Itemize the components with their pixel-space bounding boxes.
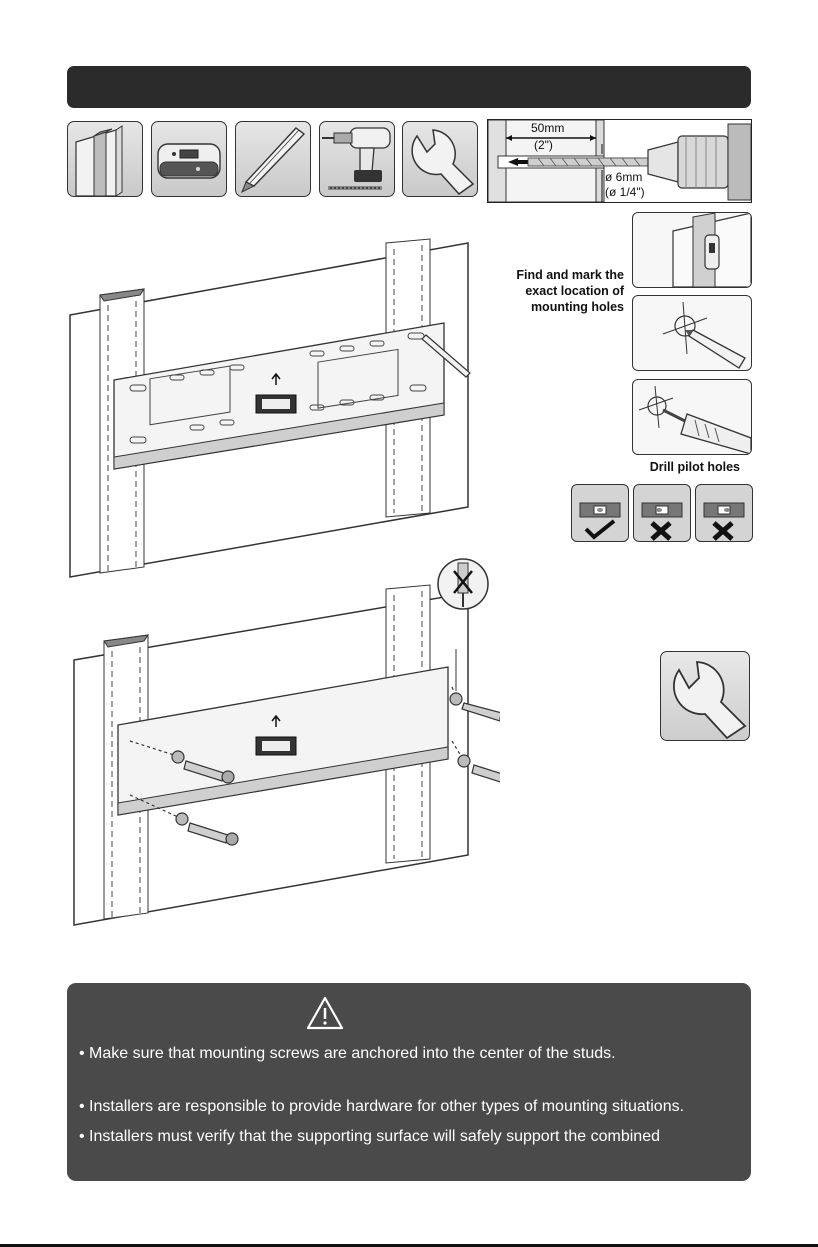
warning-item-1: • Make sure that mounting screws are anc… — [79, 1045, 616, 1062]
find-mark-caption-line-2: exact location of — [525, 284, 624, 298]
warning-item-3-text: Installers must verify that the supporti… — [89, 1128, 660, 1145]
find-mark-caption-line-3: mounting holes — [530, 300, 624, 314]
drill-depth-mm: 50mm — [531, 121, 565, 135]
drill-diameter-inch: (ø 1/4") — [605, 185, 645, 199]
x-mark-icon — [650, 521, 672, 541]
wrench-icon — [411, 129, 475, 195]
find-mark-caption: Find and mark the exact location of moun… — [470, 267, 624, 315]
level-tile-incorrect-2 — [695, 484, 753, 542]
level-incorrect-diagram-2 — [703, 502, 745, 541]
stud-finder-wall-icon — [672, 213, 751, 287]
warning-triangle-icon — [306, 996, 344, 1030]
wall-mount-drawing — [69, 238, 523, 926]
tool-tile-wrench — [402, 121, 478, 197]
drill-bit-diagram — [488, 120, 751, 202]
no-drywall-anchor-icon — [437, 558, 489, 610]
tool-tile-power-drill — [319, 121, 395, 197]
tighten-wrench-icon — [672, 661, 747, 740]
wall-stud-icon — [75, 125, 123, 196]
x-mark-icon — [712, 521, 734, 541]
tool-tile-stud-finder — [151, 121, 227, 197]
tighten-wrench-tile — [660, 651, 750, 741]
warning-item-2: • Installers are responsible to provide … — [79, 1098, 685, 1115]
warning-item-1-text: Make sure that mounting screws are ancho… — [89, 1045, 616, 1062]
tool-tile-wall-stud — [67, 121, 143, 197]
drill-diameter-mm: ø 6mm — [605, 170, 643, 184]
mark-hole-icon — [662, 301, 746, 369]
pencil-icon — [241, 127, 306, 194]
drill-depth-inch: (2") — [534, 138, 553, 152]
step-tile-mark-hole — [632, 295, 752, 371]
warning-box: • Make sure that mounting screws are anc… — [67, 983, 751, 1181]
wall-mount-illustration — [60, 225, 523, 945]
step-tile-drill-hole — [632, 379, 752, 455]
checkmark-icon — [584, 519, 616, 540]
drill-caption: Drill pilot holes — [649, 460, 740, 474]
tool-tile-pencil — [235, 121, 311, 197]
no-anchor-badge — [436, 557, 490, 611]
stud-finder-icon — [157, 143, 221, 179]
level-tile-correct — [571, 484, 629, 542]
drill-spec-panel: 50mm (2") ø 6mm (ø 1/4") — [487, 119, 752, 203]
find-mark-caption-line-1: Find and mark the — [516, 268, 624, 282]
bottom-rule — [0, 1244, 818, 1247]
step-tile-stud-finder — [632, 212, 752, 288]
power-drill-icon — [322, 127, 391, 190]
drill-hole-icon — [638, 385, 751, 454]
warning-item-2-text: Installers are responsible to provide ha… — [89, 1098, 685, 1115]
level-tile-incorrect-1 — [633, 484, 691, 542]
header-bar — [67, 66, 751, 108]
warning-item-3: • Installers must verify that the suppor… — [79, 1128, 660, 1145]
level-correct-diagram — [579, 502, 621, 540]
level-incorrect-diagram-1 — [641, 502, 683, 541]
